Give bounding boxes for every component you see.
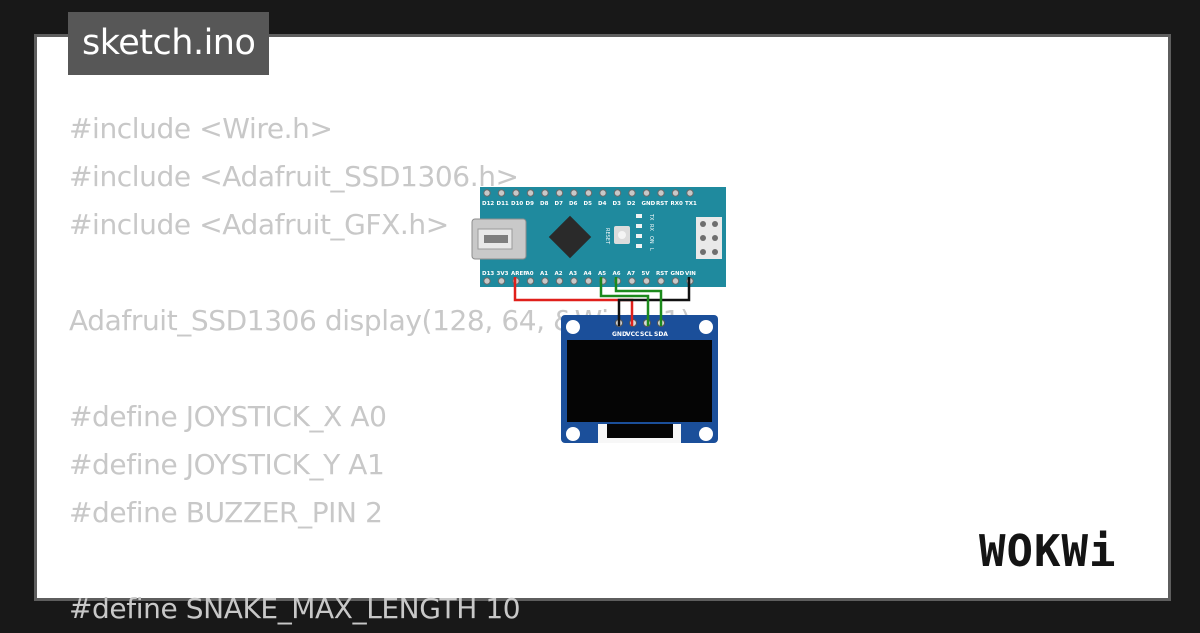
pin-label: VIN [685,271,696,277]
pin-hole[interactable] [483,189,491,197]
code-line: #define JOYSTICK_Y A1 [69,448,385,481]
pin-hole[interactable] [541,189,549,197]
wokwi-logo: WOKWi [979,526,1116,577]
code-line: #include <Adafruit_GFX.h> [69,208,449,241]
pin-label: D13 [482,271,494,277]
pin-label: GND [642,201,656,207]
pin-label: D5 [584,201,593,207]
pin-label: A1 [540,271,548,277]
pin-hole[interactable] [555,189,564,197]
code-line: #define SNAKE_MAX_LENGTH 10 [69,592,521,625]
pin-hole[interactable] [526,277,535,285]
oled-pin-label: GND [612,331,627,338]
pin-label: D11 [497,201,509,207]
preview-card: #include <Wire.h> #include <Adafruit_SSD1… [34,34,1171,625]
gnd-wire [617,277,691,326]
pin-label: A6 [613,271,621,277]
pin-hole[interactable] [599,189,607,197]
pin-label: D10 [511,201,523,207]
code-line: #define JOYSTICK_X A0 [69,400,387,433]
pin-label: D3 [613,201,622,207]
pin-label: RX0 [671,201,683,207]
pin-hole[interactable] [613,189,622,197]
wires [513,277,691,326]
oled-pin-label: VCC [626,331,640,338]
code-line: #include <Wire.h> [69,112,333,145]
svg-text:RX: RX [648,224,654,231]
pin-label: A3 [569,271,577,277]
code-line: Adafruit_SSD1306 display(128, 64, &Wire,… [69,304,700,337]
code-line: #define BUZZER_PIN 2 [69,496,383,529]
pin-label: D7 [555,201,564,207]
pin-hole[interactable] [628,189,636,197]
oled-pin-label: SDA [654,331,668,338]
pin-hole[interactable] [483,277,491,285]
svg-text:TX: TX [648,213,654,221]
sda-wire [614,277,663,326]
pin-hole[interactable] [555,277,564,285]
pin-hole[interactable] [686,189,694,197]
pin-label: A2 [555,271,563,277]
pin-label: GND [671,271,685,277]
file-tab-label: sketch.ino [82,23,256,63]
pin-label: D6 [569,201,578,207]
reset-label: RESET [604,228,610,245]
icsp-header [696,217,722,259]
pin-hole[interactable] [628,277,636,285]
pin-label: D12 [482,201,494,207]
pin-label: D2 [627,201,636,207]
pin-hole[interactable] [541,277,549,285]
pin-label: D4 [598,201,607,207]
pin-label: D8 [540,201,549,207]
pin-label: AREF [511,271,527,277]
pin-label: 5V [642,271,651,277]
svg-text:L: L [648,248,654,251]
usb-connector-icon [471,218,527,260]
pin-hole[interactable] [642,189,651,197]
pin-hole[interactable] [671,277,680,285]
pin-label: D9 [526,201,535,207]
vcc-wire [513,277,634,326]
code-line: #include <Adafruit_SSD1306.h> [69,160,519,193]
pin-label: 3V3 [497,271,509,277]
svg-text:WOKWi: WOKWi [979,526,1116,577]
pin-hole[interactable] [584,277,593,285]
pin-label: RST [656,201,668,207]
code-preview: #include <Wire.h> #include <Adafruit_SSD1… [69,105,700,633]
pin-label: TX1 [685,201,697,207]
pin-label: A5 [598,271,606,277]
pin-hole[interactable] [570,189,578,197]
svg-text:ON: ON [648,236,654,244]
pin-hole[interactable] [497,277,506,285]
pin-hole[interactable] [497,189,506,197]
pin-label: RST [656,271,668,277]
pin-label: A4 [584,271,592,277]
status-leds: TX RX ON L [636,213,654,251]
pin-hole[interactable] [642,277,651,285]
pin-hole[interactable] [570,277,578,285]
pin-hole[interactable] [671,189,680,197]
pin-hole[interactable] [526,189,535,197]
pin-label: A7 [627,271,635,277]
pin-hole[interactable] [657,277,665,285]
file-tab[interactable]: sketch.ino [68,12,270,75]
pin-hole[interactable] [584,189,593,197]
pin-hole[interactable] [657,189,665,197]
oled-pin-label: SCL [640,331,653,338]
pin-label: A0 [526,271,534,277]
pin-hole[interactable] [512,189,520,197]
oled-screen [567,340,712,422]
scl-wire [599,277,650,326]
